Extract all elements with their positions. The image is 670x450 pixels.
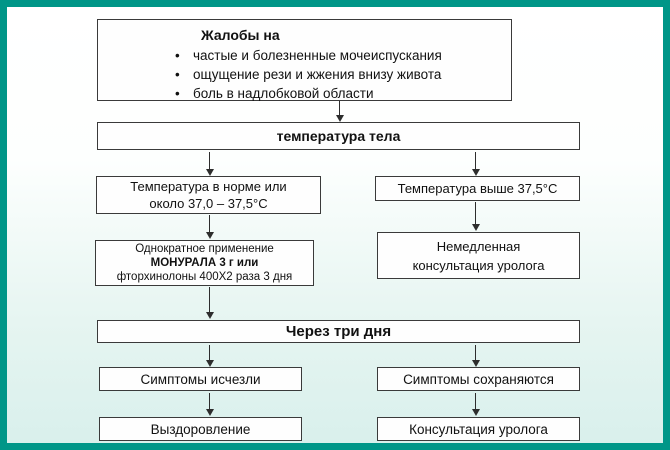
urgent-consultation-box: Немедленная консультация уролога [377, 232, 580, 279]
urologist-consultation-box: Консультация уролога [377, 417, 580, 441]
urgent-line1: Немедленная [436, 238, 521, 254]
arrow-after-to-gone [205, 345, 214, 367]
arrow-treatment-to-after [205, 287, 214, 319]
recovery-box: Выздоровление [99, 417, 302, 441]
arrow-high-to-urgent [471, 202, 480, 231]
urgent-line2: консультация уролога [412, 257, 545, 273]
complaints-list: частые и болезненные мочеиспускания ощущ… [173, 46, 442, 103]
complaints-box: Жалобы на частые и болезненные мочеиспус… [97, 19, 512, 103]
arrow-gone-to-recovery [205, 393, 214, 416]
treatment-line1: Однократное применение [135, 243, 274, 255]
urologist-consultation-label: Консультация уролога [409, 421, 548, 437]
complaint-item: боль в надлобковой области [173, 84, 442, 103]
complaint-item: частые и болезненные мочеиспускания [173, 46, 442, 65]
symptoms-remain-box: Симптомы сохраняются [377, 367, 580, 391]
monural-treatment-box: Однократное применение МОНУРАЛА 3 г или … [95, 240, 314, 286]
treatment-line3: фторхинолоны 400Х2 раза 3 дня [116, 271, 293, 283]
recovery-label: Выздоровление [150, 421, 251, 437]
after-three-days-label: Через три дня [285, 323, 392, 340]
arrow-temperature-to-high [471, 152, 480, 176]
temp-normal-box: Температура в норме или около 37,0 – 37,… [96, 176, 321, 214]
body-temperature-box: температура тела [97, 122, 580, 150]
after-three-days-box: Через три дня [97, 320, 580, 343]
complaints-title: Жалобы на [201, 27, 280, 43]
temp-normal-line1: Температура в норме или [130, 179, 287, 194]
symptoms-remain-label: Симптомы сохраняются [403, 371, 554, 387]
temp-normal-line2: около 37,0 – 37,5°С [149, 196, 268, 211]
treatment-line2: МОНУРАЛА 3 г или [150, 257, 259, 269]
temp-high-label: Температура выше 37,5°С [397, 181, 558, 196]
arrow-temperature-to-normal [205, 152, 214, 176]
symptoms-gone-box: Симптомы исчезли [99, 367, 302, 391]
arrow-after-to-remain [471, 345, 480, 367]
temp-high-box: Температура выше 37,5°С [375, 176, 580, 201]
arrow-normal-to-treatment [205, 215, 214, 239]
symptoms-gone-label: Симптомы исчезли [140, 371, 261, 387]
body-temperature-label: температура тела [276, 127, 401, 144]
arrow-complaints-to-temperature [335, 101, 344, 122]
complaint-item: ощущение рези и жжения внизу живота [173, 65, 442, 84]
arrow-remain-to-consult [471, 393, 480, 416]
